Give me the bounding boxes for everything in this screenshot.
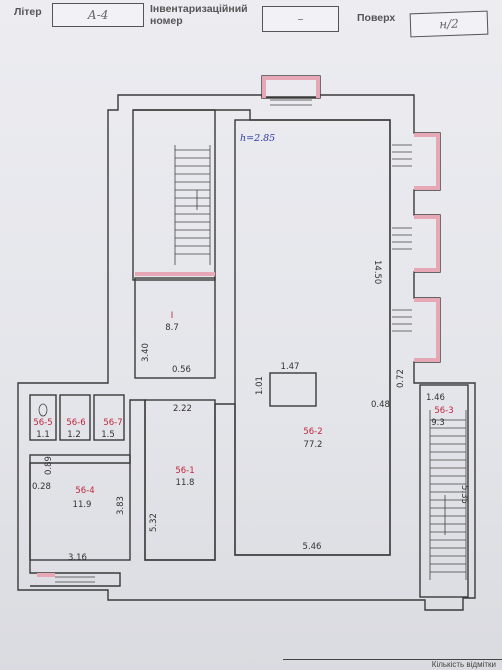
dim-14-50: 14.50: [372, 260, 382, 284]
room-I-number: I: [171, 311, 174, 321]
room-56-3-outline: [419, 384, 469, 598]
outer-wall: [17, 94, 476, 611]
room-56-7-area: 1.5: [101, 430, 115, 440]
footer-stamp: Кількість відмітки: [283, 659, 502, 670]
inventory-value: –: [297, 12, 304, 26]
room-56-4-area: 11.9: [73, 500, 92, 510]
room-56-2-number: 56-2: [303, 427, 322, 437]
floor-label: Поверх: [357, 12, 396, 24]
liter-value: А-4: [87, 8, 109, 22]
dim-0-89: 0.89: [44, 456, 54, 475]
room-56-5-area: 1.1: [36, 430, 50, 440]
inventory-value-box: –: [262, 6, 339, 32]
pink-wall-accents: [37, 76, 440, 577]
dim-0-48: 0.48: [371, 400, 390, 410]
room-I-outline: [134, 277, 216, 379]
room-56-1-number: 56-1: [175, 466, 194, 476]
ceiling-height: h=2.85: [240, 133, 275, 144]
dim-5-32: 5.32: [149, 513, 159, 532]
room-56-6-area: 1.2: [67, 430, 81, 440]
stair-treads-right: [429, 410, 467, 580]
dim-0-72: 0.72: [396, 369, 406, 388]
liter-label: Літер: [14, 6, 42, 18]
room-56-3-area: 9.3: [431, 418, 445, 428]
stair-block-left: [132, 109, 216, 281]
dim-3-83: 3.83: [116, 496, 126, 515]
dim-1-01: 1.01: [255, 376, 265, 395]
room-56-4-outline: [29, 454, 131, 561]
column: [269, 372, 317, 407]
dim-3-40: 3.40: [141, 343, 151, 362]
room-56-5-outline: [29, 394, 57, 441]
stair-treads-left: [174, 145, 211, 265]
dim-1-46: 1.46: [426, 393, 445, 403]
dim-1-47: 1.47: [281, 362, 300, 372]
dim-0-56: 0.56: [172, 365, 191, 375]
dim-5-46: 5.46: [303, 542, 322, 552]
footer-text: Кількість відмітки: [431, 660, 496, 669]
dim-5-35: 5.35: [459, 485, 469, 504]
room-56-3-number: 56-3: [434, 406, 453, 416]
room-56-6-outline: [59, 394, 91, 441]
room-56-6-number: 56-6: [66, 418, 85, 428]
dim-2-22: 2.22: [173, 404, 192, 414]
room-56-1-outline: [144, 399, 216, 561]
liter-value-box: А-4: [52, 3, 144, 27]
room-56-7-outline: [93, 394, 125, 441]
dim-0-28: 0.28: [32, 482, 51, 492]
inventory-label: Інвентаризаційний номер: [150, 3, 248, 27]
toilet-icon: [38, 403, 48, 417]
room-56-5-number: 56-5: [33, 418, 52, 428]
room-I-area: 8.7: [165, 323, 179, 333]
room-56-7-number: 56-7: [103, 418, 122, 428]
room-56-4-number: 56-4: [75, 486, 94, 496]
room-56-2-area: 77.2: [304, 440, 323, 450]
room-56-2-outline: [234, 119, 391, 556]
bay-marks: [55, 99, 412, 583]
dim-3-16: 3.16: [68, 553, 87, 563]
room-56-1-area: 11.8: [176, 478, 195, 488]
